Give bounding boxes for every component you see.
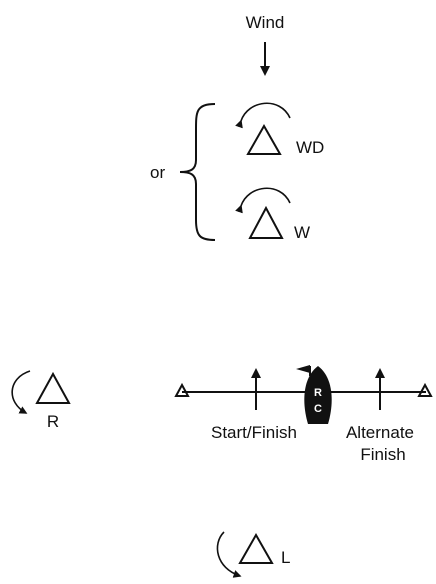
- r-rounding-arrow: [11, 370, 31, 414]
- committee-boat: [304, 366, 332, 424]
- committee-boat-flag: [296, 365, 310, 373]
- committee-boat-letter-c: C: [314, 403, 322, 415]
- l-mark-triangle: [238, 532, 274, 564]
- w-mark-label: W: [294, 223, 310, 242]
- wd-rounding-arrow: [235, 102, 291, 129]
- wd-mark-triangle: [246, 123, 282, 155]
- r-mark-label: R: [47, 412, 59, 431]
- w-rounding-arrow: [235, 187, 291, 214]
- l-rounding-arrow: [216, 531, 242, 578]
- wind-label: Wind: [246, 13, 285, 32]
- w-mark-triangle: [248, 205, 284, 239]
- alternate-label-line2: Finish: [360, 445, 405, 464]
- r-mark-triangle: [35, 371, 71, 404]
- l-mark-label: L: [281, 548, 290, 567]
- alternate-pin-mark: [417, 382, 433, 397]
- pin-end-mark: [174, 382, 190, 397]
- alternate-label-line1: Alternate: [346, 423, 414, 442]
- start-finish-label: Start/Finish: [211, 423, 297, 442]
- committee-boat-letter-r: R: [314, 387, 322, 399]
- wd-mark-label: WD: [296, 138, 324, 157]
- or-label: or: [150, 163, 165, 182]
- choice-brace: [179, 103, 216, 241]
